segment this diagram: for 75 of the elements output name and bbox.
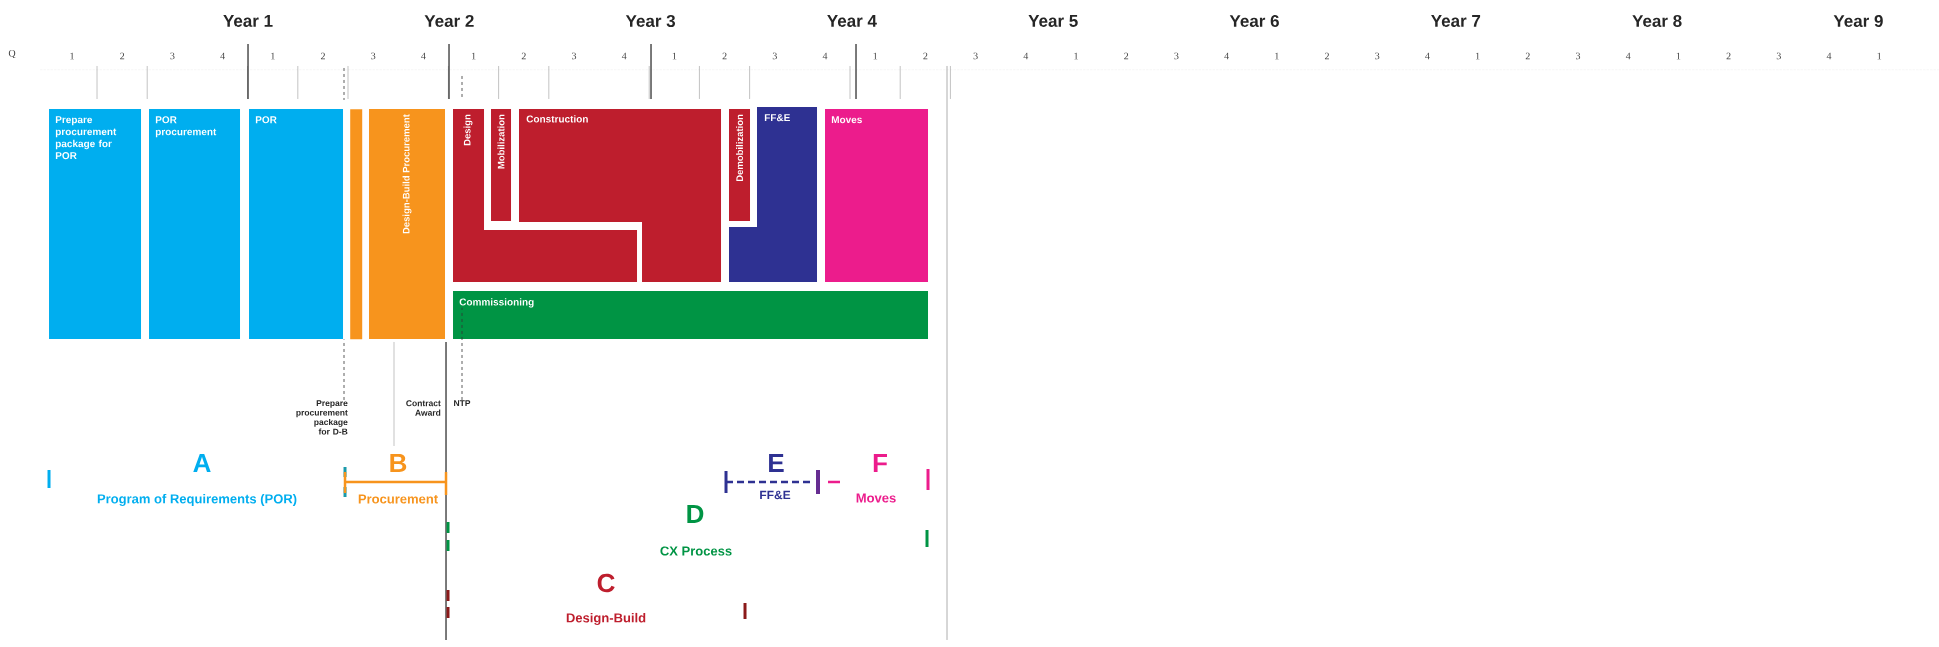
phase-block: Moves	[825, 109, 928, 282]
year-label: Year 7	[1431, 15, 1481, 27]
quarter-label: 2	[1124, 52, 1129, 60]
quarter-label: 1	[1074, 52, 1078, 60]
quarter-label: 2	[521, 52, 526, 60]
quarter-label: 2	[1324, 52, 1329, 60]
quarter-label: 1	[271, 52, 275, 60]
phase-letter: D	[687, 505, 704, 523]
quarter-label: 4	[1826, 52, 1832, 60]
phase-letter: F	[873, 454, 887, 472]
phase-block: POR	[249, 109, 343, 339]
phase-block: Commissioning	[453, 291, 928, 339]
annotation-text: NTP	[454, 400, 471, 407]
phase-label: Design-Build	[566, 612, 646, 626]
quarter-label: 1	[1275, 52, 1279, 60]
quarter-label: 1	[1476, 52, 1480, 60]
phase-block: Demobilization	[729, 109, 750, 221]
phase-letter: B	[390, 454, 407, 472]
quarter-label: 4	[421, 52, 426, 60]
phase-letter: A	[193, 454, 211, 472]
quarter-label: 4	[1425, 52, 1430, 60]
year-label: Year 9	[1833, 15, 1883, 27]
phase-label: Moves	[856, 493, 896, 503]
year-label: Year 4	[827, 15, 877, 27]
year-label: Year 6	[1229, 15, 1279, 27]
quarter-label: 2	[320, 52, 325, 60]
quarter-label: 3	[572, 52, 577, 60]
annotation-text: Prepare procurement package for D-B	[296, 400, 348, 435]
quarter-label: 4	[1224, 52, 1229, 60]
quarter-label: 1	[672, 52, 677, 60]
quarter-label: 3	[772, 52, 777, 60]
annotation-text: Contract Award	[406, 400, 441, 416]
quarter-label: 3	[1576, 52, 1581, 60]
quarter-label: 3	[1776, 52, 1781, 60]
quarter-label: 4	[822, 52, 828, 60]
quarter-label: 2	[1726, 52, 1731, 60]
phase-block: Design-Build Procurement	[369, 109, 445, 339]
leader-line	[343, 339, 345, 401]
year-label: Year 1	[223, 15, 273, 27]
year-label: Year 3	[625, 14, 676, 27]
quarter-label: 1	[1676, 52, 1681, 60]
quarter-label: 2	[923, 52, 928, 60]
node-label: Design	[463, 114, 473, 146]
quarter-label: 2	[722, 52, 727, 60]
quarter-label: 2	[1525, 52, 1530, 60]
phase-bar	[350, 109, 363, 340]
phase-block: Construction	[519, 109, 721, 282]
quarter-label: 4	[1625, 52, 1631, 60]
quarter-label: 3	[1174, 52, 1179, 60]
quarter-label: 4	[220, 52, 225, 60]
quarter-label: 1	[472, 52, 476, 60]
quarter-label: 2	[120, 52, 125, 60]
phase-label: Procurement	[358, 494, 438, 504]
quarter-label: 1	[873, 52, 878, 60]
quarter-label: 3	[973, 52, 978, 60]
phase-block: Mobilization	[491, 109, 511, 221]
phase-block: Prepare procurement package for POR	[49, 109, 141, 339]
quarter-label: 3	[1375, 52, 1380, 60]
quarter-label: 1	[70, 52, 74, 60]
quarter-label: 1	[1877, 52, 1882, 60]
quarter-label: 3	[170, 52, 175, 60]
leader-line	[461, 307, 463, 401]
quarter-label: 4	[1023, 52, 1029, 60]
phase-label: Program of Requirements (POR)	[97, 493, 297, 507]
quarter-label: 3	[371, 52, 376, 60]
phase-label: FF&E	[760, 490, 791, 500]
year-label: Year 8	[1632, 15, 1682, 27]
phase-letter: C	[597, 573, 615, 593]
phase-label: CX Process	[660, 546, 732, 556]
quarter-label: 4	[621, 52, 627, 60]
phase-letter: E	[769, 454, 784, 472]
year-label: Year 2	[424, 15, 474, 27]
phase-block: POR procurement	[149, 109, 240, 339]
year-label: Year 5	[1028, 15, 1078, 27]
axis-label: Q	[8, 49, 16, 59]
